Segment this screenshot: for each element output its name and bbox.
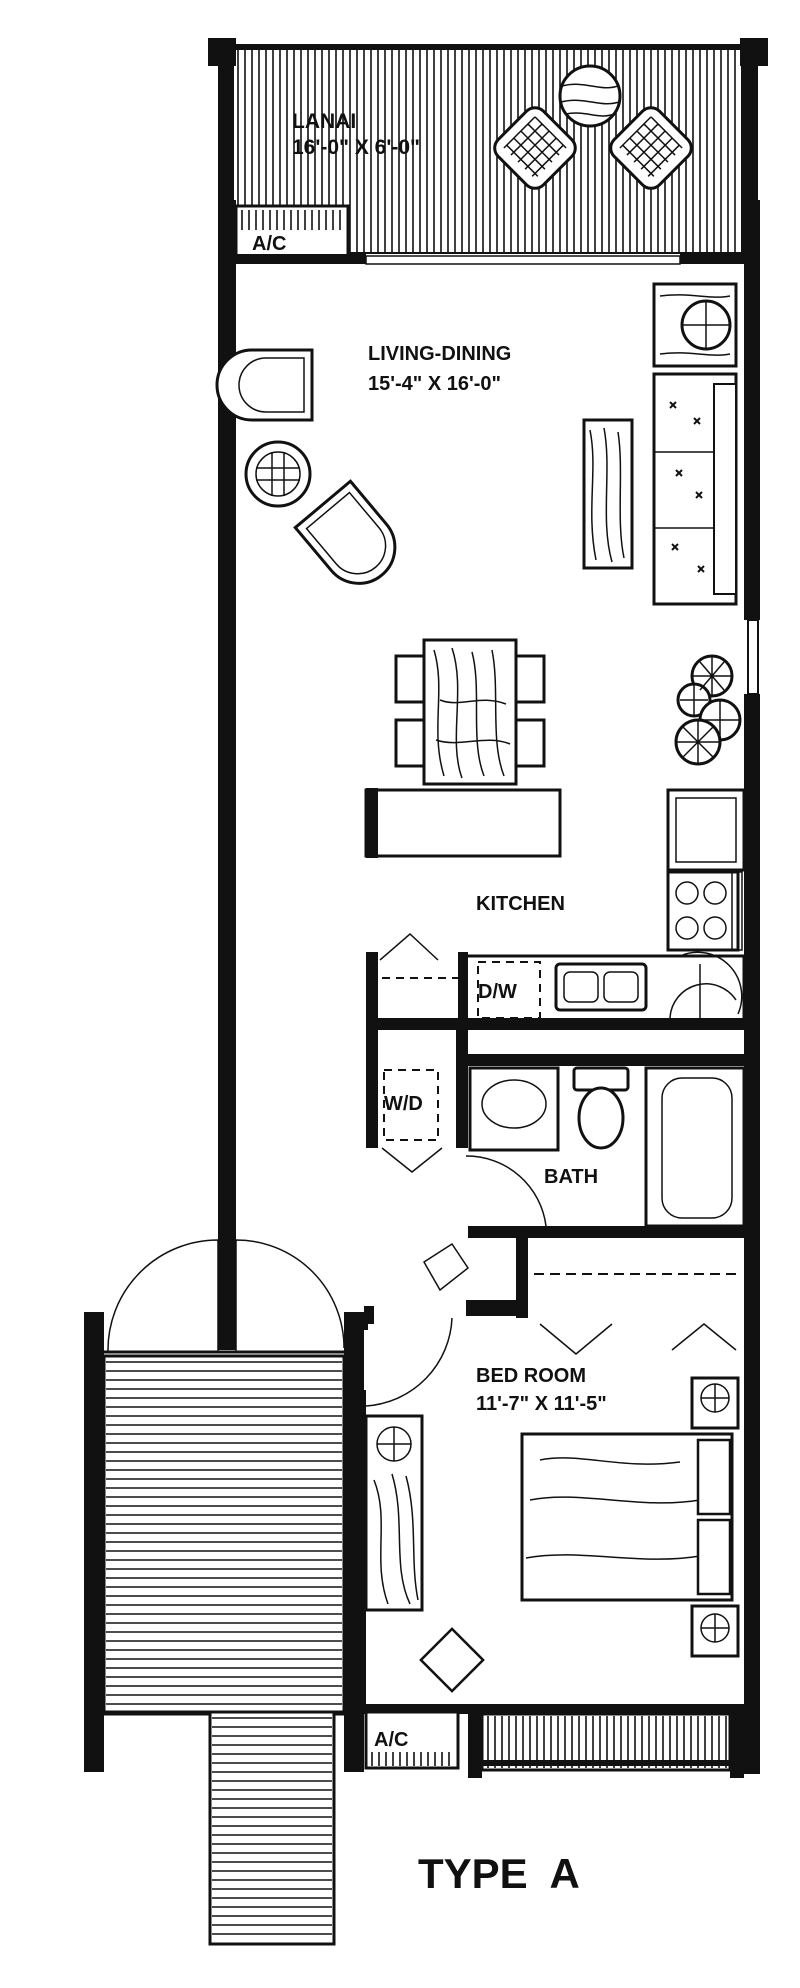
lanai-size: 16'-0" X 6'-0" — [292, 136, 420, 159]
armchair-icon — [293, 479, 397, 585]
lanai-rail — [230, 44, 744, 50]
nightstand-icon — [690, 1376, 740, 1430]
lazy-susan-icon — [669, 951, 743, 1020]
entry-door-left — [107, 1239, 219, 1353]
lamp-table-icon — [652, 282, 738, 368]
dresser-icon — [364, 1414, 424, 1612]
bath-door-swing — [465, 1155, 547, 1227]
coffee-table-icon — [582, 418, 634, 570]
living-size: 15'-4" X 16'-0" — [368, 373, 501, 395]
armchair-icon — [215, 348, 314, 422]
living-dining: LIVING-DINING 15'-4" X 16'-0" — [215, 282, 742, 786]
entry-landing — [84, 1239, 364, 1772]
range-icon — [666, 870, 743, 952]
bath: BATH — [465, 1066, 746, 1228]
washer-dryer: W/D — [381, 1069, 443, 1173]
exterior-walls — [218, 200, 760, 1774]
side-table-icon — [244, 440, 312, 508]
dishwasher-label: D/W — [478, 981, 517, 1003]
plan-title: TYPE A — [418, 1850, 580, 1897]
ac-unit-top: A/C — [234, 204, 350, 264]
vanity-icon — [468, 1066, 560, 1152]
living-name: LIVING-DINING — [368, 343, 511, 365]
bed-icon — [520, 1432, 734, 1602]
entry-door-right — [235, 1239, 345, 1352]
kitchen-peninsula — [364, 788, 562, 858]
interior-walls — [344, 952, 746, 1390]
dining-chair-icon — [394, 654, 426, 704]
washer-dryer-label: W/D — [384, 1093, 423, 1115]
bedroom: BED ROOM 11'-7" X 11'-5" — [344, 1242, 744, 1714]
dishwasher-box — [477, 961, 541, 1019]
bedroom-lanai — [468, 1706, 744, 1778]
lanai-chair-icon — [493, 106, 577, 190]
chair-icon — [419, 1627, 485, 1693]
kitchen: KITCHEN D/W — [364, 788, 746, 1026]
ac-unit-bottom: A/C — [364, 1710, 460, 1770]
refrigerator-icon — [666, 788, 746, 872]
kitchen-name: KITCHEN — [476, 893, 565, 915]
sofa-icon — [652, 372, 738, 606]
toilet-icon — [572, 1066, 630, 1150]
ac-bottom-label: A/C — [374, 1729, 408, 1751]
bathtub-icon — [644, 1066, 746, 1228]
lanai-name: LANAI — [292, 110, 356, 133]
plant-icon — [674, 654, 742, 766]
bedroom-name: BED ROOM — [476, 1365, 586, 1387]
dining-chair-icon — [514, 718, 546, 768]
landing-hatching — [106, 1361, 342, 1705]
ac-top-label: A/C — [252, 233, 286, 255]
bedroom-door-swing — [365, 1317, 453, 1407]
stairs — [208, 1710, 336, 1946]
dining-table-icon — [422, 638, 518, 786]
nightstand-icon — [690, 1604, 740, 1658]
lanai-chair-icon — [609, 106, 693, 190]
dining-chair-icon — [394, 718, 426, 768]
lanai-table-icon — [558, 64, 622, 128]
sink-icon — [554, 962, 648, 1012]
dining-chair-icon — [514, 654, 546, 704]
bath-name: BATH — [544, 1166, 598, 1188]
pantry-door-icon — [379, 932, 466, 979]
bedroom-size: 11'-7" X 11'-5" — [476, 1393, 607, 1415]
